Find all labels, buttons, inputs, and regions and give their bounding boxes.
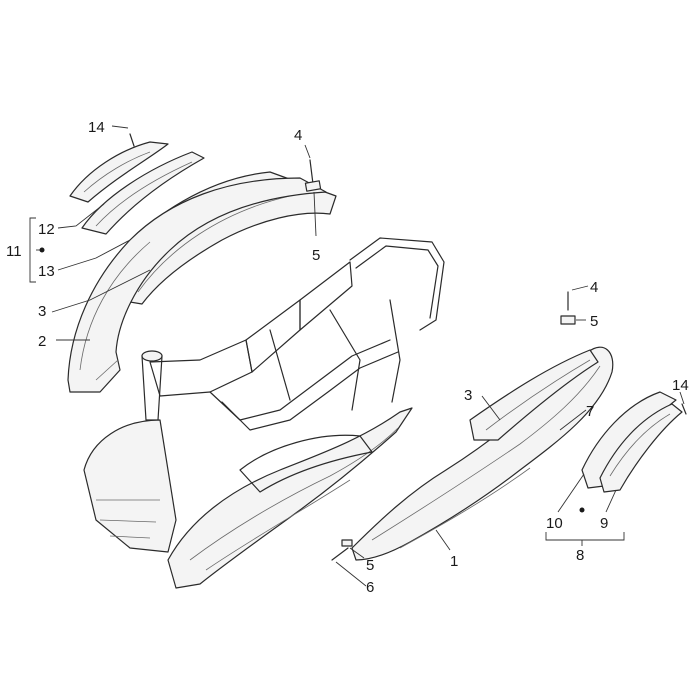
leader-lines xyxy=(29,125,685,587)
part-3-inner-panel xyxy=(111,171,337,305)
callout-13: 13 xyxy=(38,263,55,280)
group-dot-11 xyxy=(39,247,45,253)
frame-assembly xyxy=(83,237,445,589)
part-13-trim xyxy=(81,151,205,235)
callout-3-left: 3 xyxy=(38,303,46,320)
callout-8: 8 xyxy=(576,547,584,564)
part-9-grille xyxy=(599,403,683,493)
front-leg-shield xyxy=(83,419,177,553)
callout-4-right: 4 xyxy=(590,279,598,296)
callout-2: 2 xyxy=(38,333,46,350)
right-side-panel-group xyxy=(351,346,683,561)
callout-labels: 14 4 12 11 13 5 3 2 4 5 3 7 14 10 9 8 1 … xyxy=(6,119,689,596)
callout-12: 12 xyxy=(38,221,55,238)
group-dot-8 xyxy=(579,507,585,513)
callout-14-right: 14 xyxy=(672,377,689,394)
callout-3-right: 3 xyxy=(464,387,472,404)
callout-7: 7 xyxy=(586,403,594,420)
callout-4-top: 4 xyxy=(294,127,302,144)
callout-5-bottom: 5 xyxy=(366,557,374,574)
callout-14-left: 14 xyxy=(88,119,105,136)
floorboard xyxy=(167,407,413,589)
callout-11: 11 xyxy=(6,243,22,260)
callout-6: 6 xyxy=(366,579,374,596)
callout-10: 10 xyxy=(546,515,563,532)
fasteners xyxy=(129,133,687,561)
part-1-side-cowl xyxy=(351,346,614,561)
callout-5-top: 5 xyxy=(312,247,320,264)
callout-1: 1 xyxy=(450,553,458,570)
left-side-panel-group xyxy=(67,141,337,393)
callout-9: 9 xyxy=(600,515,608,532)
callout-5-right: 5 xyxy=(590,313,598,330)
part-12-trim xyxy=(69,141,169,203)
